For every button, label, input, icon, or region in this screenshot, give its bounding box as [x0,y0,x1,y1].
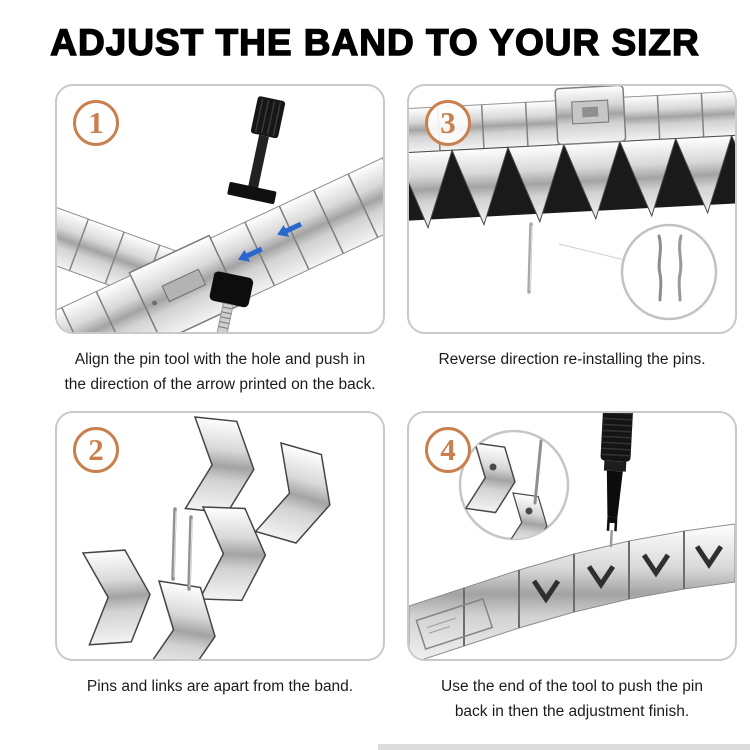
step1-caption: Align the pin tool with the hole and pus… [64,351,376,393]
loose-pin [527,222,533,294]
step3-caption: Reverse direction re-installing the pins… [438,351,706,368]
step3-panel: 3 [407,84,737,334]
link-grooves [531,545,724,604]
loose-pins [171,507,193,591]
step3-cell: 3 [407,84,737,411]
magnifier-circle [458,429,570,541]
step1-number: 1 [88,105,104,140]
step1-panel: 1 [55,84,385,334]
step1-cell: 1 [55,84,385,411]
loose-links [82,416,344,659]
magnifier-circle [620,223,718,321]
band-main-strip [57,127,383,332]
step-number-badge: 2 [73,427,119,473]
step-number-badge: 1 [73,100,119,146]
push-pin-tool [600,413,634,548]
pin-removal-tool [209,96,286,332]
step2-panel: 2 [55,411,385,661]
step4-cell: 4 [407,411,737,738]
step4-caption: Use the end of the tool to push the pin … [441,678,703,720]
step4-number: 4 [440,432,456,467]
step1-illustration [57,96,383,332]
step4-illustration [409,413,735,659]
bottom-edge-strip [378,744,750,750]
step3-illustration [409,86,735,321]
steps-grid: 1 [55,84,737,738]
band-clasp [415,597,494,650]
step-number-badge: 3 [425,100,471,146]
step2-illustration [82,416,344,659]
band-clasp [554,86,627,146]
band-clasp [128,234,243,332]
chevron-teeth [409,134,735,230]
page-title: ADJUST THE BAND TO YOUR SIZR [50,21,700,63]
step3-number: 3 [440,105,456,140]
printed-arrow-icons [238,221,303,262]
curved-band [409,523,735,659]
step2-number: 2 [88,432,104,467]
magnifier-leader-line [558,243,634,263]
band-with-chevron-links [409,86,735,230]
step2-caption: Pins and links are apart from the band. [86,678,354,695]
step4-panel: 4 [407,411,737,661]
step-number-badge: 4 [425,427,471,473]
step2-cell: 2 [55,411,385,738]
